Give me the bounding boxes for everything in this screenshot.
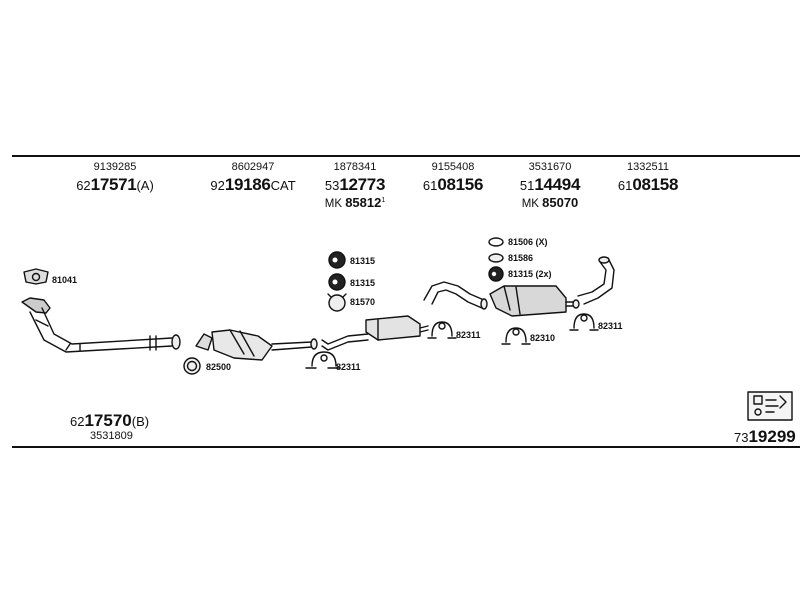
seal-ring-icon xyxy=(327,293,347,312)
part-number: 6217571(A) xyxy=(76,175,154,194)
header-part-1: 9139285 6217571(A) xyxy=(60,162,170,194)
callout-label: 81041 xyxy=(52,275,78,285)
tail-pipe-icon xyxy=(577,256,615,305)
clamp-icon xyxy=(305,351,341,369)
oem-number: 9139285 xyxy=(93,161,137,173)
seal-ring-icon xyxy=(183,357,201,375)
oem-number: 8602947 xyxy=(231,161,275,173)
oem-number: 9155408 xyxy=(431,161,475,173)
part-number: 5114494 xyxy=(519,175,581,194)
callout-label: 82500 xyxy=(206,362,232,372)
clamp-icon xyxy=(569,313,599,331)
mk-number: MK 85070 xyxy=(521,195,579,210)
catalytic-converter-icon xyxy=(195,329,318,361)
oem-number: 3531670 xyxy=(528,161,572,173)
clamp-icon xyxy=(501,327,531,345)
gasket-icon xyxy=(488,237,504,282)
front-pipe-icon xyxy=(21,297,181,353)
bottom-rule xyxy=(12,446,800,448)
header-part-3: 1878341 5312773 MK 858121 xyxy=(300,162,410,211)
header-part-5: 3531670 5114494 MK 85070 xyxy=(495,162,605,211)
intermediate-pipe-icon xyxy=(423,281,488,310)
part-number: 6108158 xyxy=(617,175,679,194)
callout-label: 81315 xyxy=(350,256,376,266)
header-part-2: 8602947 9219186CAT xyxy=(198,162,308,194)
callout-label: 81315 xyxy=(350,278,376,288)
footer-right-part: 7319299 xyxy=(734,427,796,446)
gasket-icon xyxy=(23,268,49,285)
oem-number: 1878341 xyxy=(333,161,377,173)
callout-label: 82311 xyxy=(456,330,481,340)
rear-silencer-icon xyxy=(489,285,580,317)
callout-label: 82311 xyxy=(336,362,361,372)
callout-label: 81570 xyxy=(350,297,376,307)
callout-label: 82310 xyxy=(530,333,556,343)
rubber-mount-icon xyxy=(328,251,346,291)
footer-left-oem: 3531809 xyxy=(90,430,133,442)
top-rule xyxy=(12,155,800,157)
callout-label: 81506 (X) xyxy=(508,237,548,247)
clamp-icon xyxy=(427,321,457,339)
header-part-6: 1332511 6108158 xyxy=(593,162,703,194)
callout-label: 82311 xyxy=(598,321,623,331)
mounting-kit-icon xyxy=(747,391,793,421)
part-number: 6108156 xyxy=(422,175,484,194)
callout-label: 81315 (2x) xyxy=(508,269,552,279)
part-number: 9219186CAT xyxy=(210,175,296,194)
center-silencer-icon xyxy=(321,315,429,351)
header-part-4: 9155408 6108156 xyxy=(398,162,508,194)
mk-number: MK 858121 xyxy=(324,195,386,210)
callout-label: 81586 xyxy=(508,253,534,263)
oem-number: 1332511 xyxy=(626,161,669,173)
part-number: 5312773 xyxy=(324,175,386,194)
footer-left-part: 6217570(B) xyxy=(70,411,150,430)
